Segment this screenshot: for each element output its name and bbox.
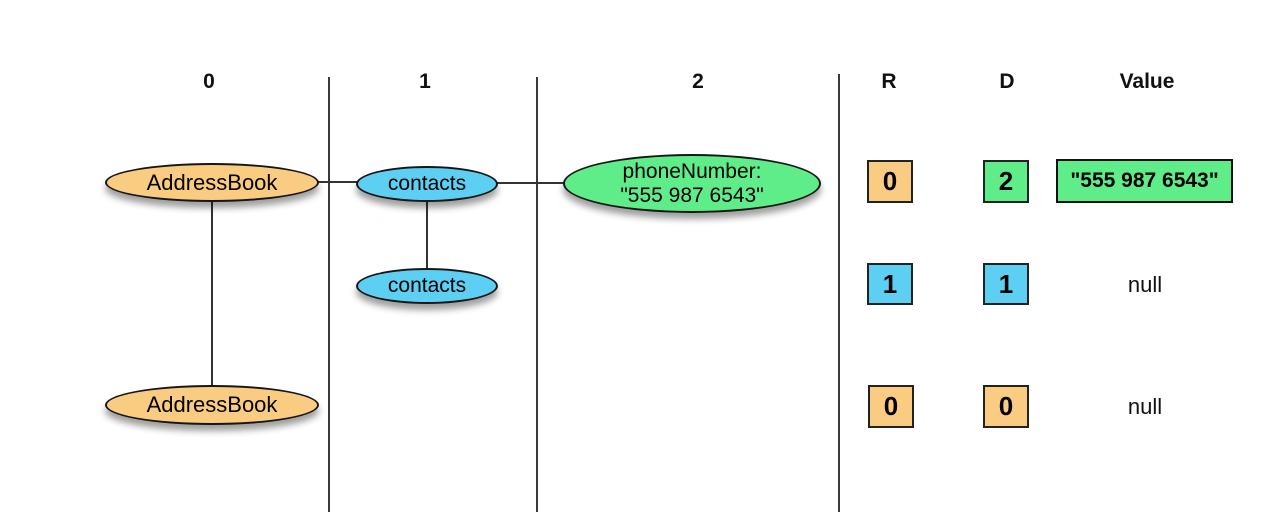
table-row1-d-value: 2 [998,166,1014,196]
column-header-2: 2 [692,70,704,93]
table-row1-value-text: "555 987 6543" [1070,169,1219,192]
node-contacts-top: contacts [356,166,498,202]
table-row1-value-cell: "555 987 6543" [1056,159,1233,203]
node-contacts-bottom: contacts [356,268,498,304]
node-addressbook-top-label: AddressBook [146,169,278,195]
edge-addressbook-contacts [312,181,362,183]
edge-contacts-phonenumber [492,182,568,184]
table-row2-d-cell: 1 [983,263,1029,305]
column-divider-0-1 [328,77,330,512]
column-divider-tree-table [838,74,840,512]
node-addressbook-bottom: AddressBook [105,385,319,425]
table-row3-r-cell: 0 [868,385,914,428]
node-phonenumber-label-line2: "555 987 6543" [620,183,764,207]
column-header-r: R [881,70,897,93]
table-row1-r-cell: 0 [867,160,913,203]
node-phonenumber-label-line1: phoneNumber: [622,159,762,183]
column-header-d: D [999,70,1015,93]
table-row2-r-value: 1 [882,268,898,299]
column-header-1: 1 [419,70,431,93]
node-contacts-top-label: contacts [387,171,467,195]
table-row1-d-cell: 2 [983,160,1029,203]
table-row2-d-value: 1 [998,268,1014,299]
column-header-value: Value [1119,70,1175,93]
table-row3-d-cell: 0 [983,385,1029,428]
column-header-0: 0 [203,70,215,93]
table-row3-r-value: 0 [883,391,899,421]
table-row3-value-text: null [1127,394,1163,419]
column-divider-1-2 [536,77,538,512]
node-addressbook-bottom-label: AddressBook [146,392,278,418]
edge-addressbook-top-bottom [211,198,213,388]
table-row3-d-value: 0 [998,391,1014,421]
table-row2-r-cell: 1 [867,263,913,305]
node-contacts-bottom-label: contacts [387,273,467,297]
edge-contacts-top-bottom [426,198,428,272]
node-phonenumber: phoneNumber: "555 987 6543" [563,154,821,213]
table-row2-value-text: null [1127,272,1163,297]
table-row1-r-value: 0 [882,166,898,196]
node-addressbook-top: AddressBook [105,163,319,202]
